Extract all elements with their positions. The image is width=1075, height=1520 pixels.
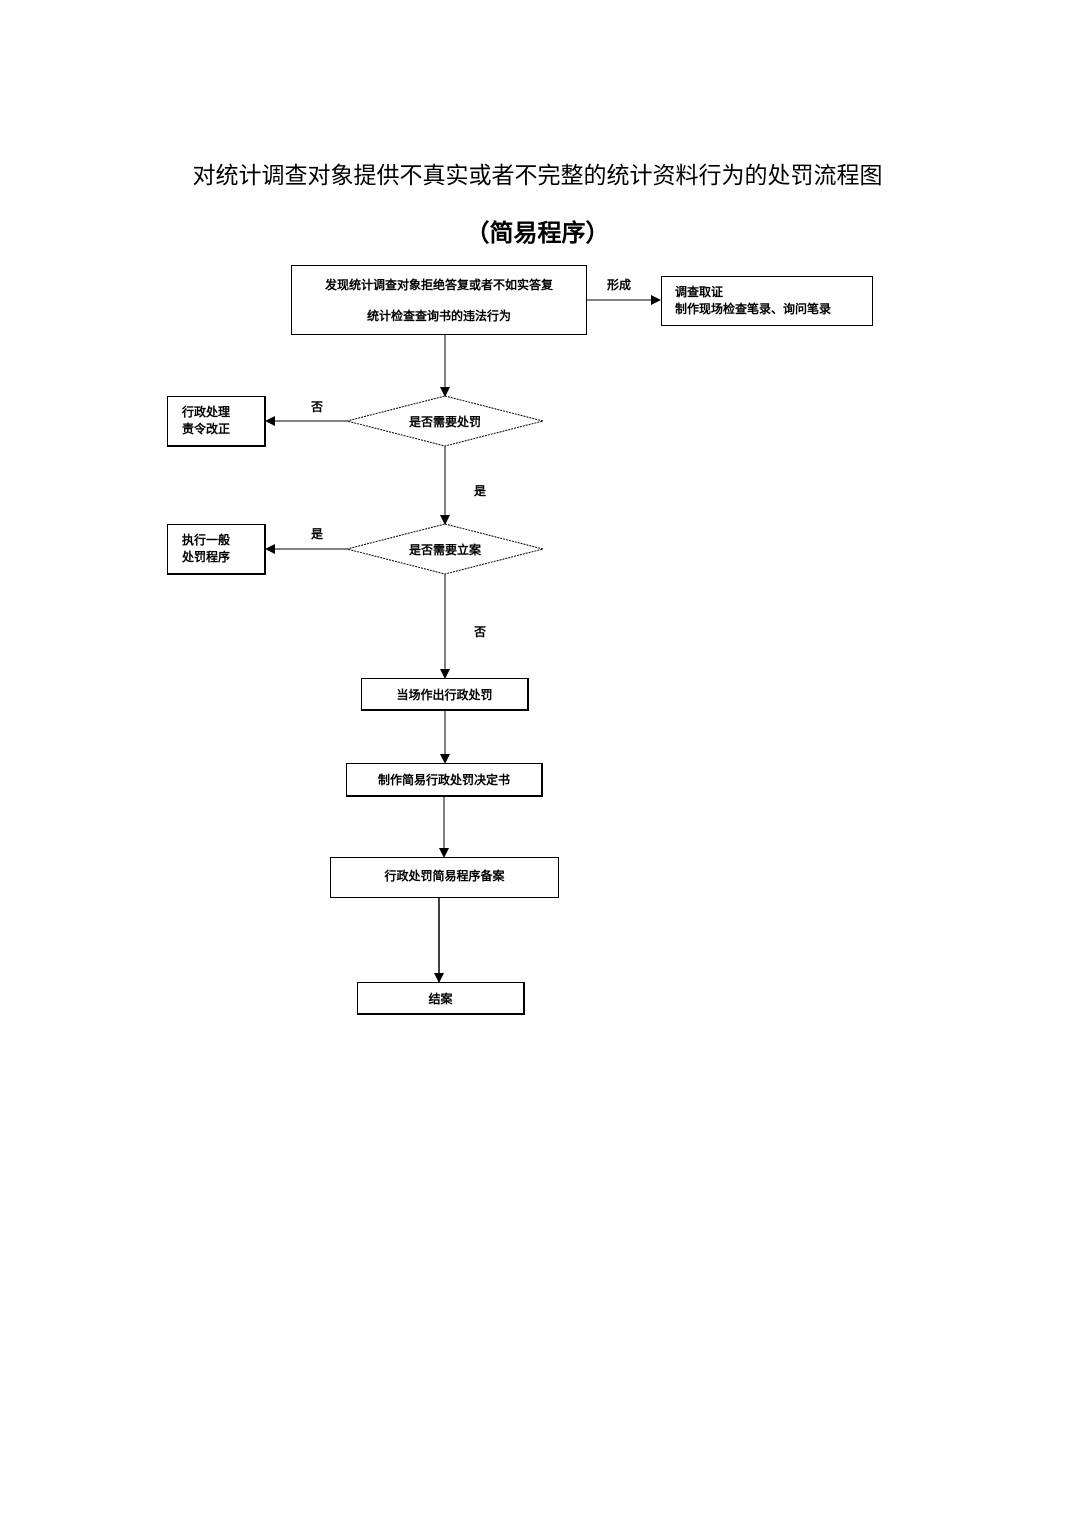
decision-case-label: 是否需要立案 (408, 543, 481, 557)
general-procedure-line1: 执行一般 (182, 533, 231, 547)
evidence-node: 调查取证 制作现场检查笔录、询问笔录 (661, 276, 873, 326)
general-procedure-node: 执行一般 处罚程序 (167, 524, 266, 575)
edge-label-penalty-yes: 是 (474, 484, 487, 498)
start-node-line1: 发现统计调查对象拒绝答复或者不如实答复 (324, 278, 553, 292)
close-label: 结案 (428, 991, 453, 1006)
admin-handle-node: 行政处理 责令改正 (167, 396, 266, 447)
decision-penalty-label: 是否需要处罚 (408, 415, 481, 429)
onsite-penalty-node: 当场作出行政处罚 (361, 678, 529, 711)
evidence-node-line1: 调查取证 (675, 285, 724, 299)
page-subtitle: （简易程序） (465, 219, 610, 247)
decision-document-node: 制作简易行政处罚决定书 (346, 763, 543, 797)
onsite-penalty-label: 当场作出行政处罚 (396, 687, 493, 702)
start-node-line2: 统计检查查询书的违法行为 (366, 309, 511, 323)
page-title: 对统计调查对象提供不真实或者不完整的统计资料行为的处罚流程图 (192, 163, 883, 189)
decision-document-label: 制作简易行政处罚决定书 (377, 773, 510, 787)
filing-label: 行政处罚简易程序备案 (384, 869, 505, 883)
general-procedure-line2: 处罚程序 (182, 550, 231, 564)
edge-label-case-yes: 是 (311, 527, 324, 541)
evidence-node-line2: 制作现场检查笔录、询问笔录 (675, 302, 832, 316)
admin-handle-line2: 责令改正 (182, 422, 231, 436)
close-node: 结案 (357, 982, 525, 1015)
start-node: 发现统计调查对象拒绝答复或者不如实答复 统计检查查询书的违法行为 (291, 265, 587, 335)
edge-label-form: 形成 (607, 278, 632, 292)
edge-label-penalty-no: 否 (311, 400, 324, 414)
filing-node: 行政处罚简易程序备案 (330, 857, 559, 898)
edge-label-case-no: 否 (474, 625, 487, 639)
admin-handle-line1: 行政处理 (182, 405, 231, 419)
